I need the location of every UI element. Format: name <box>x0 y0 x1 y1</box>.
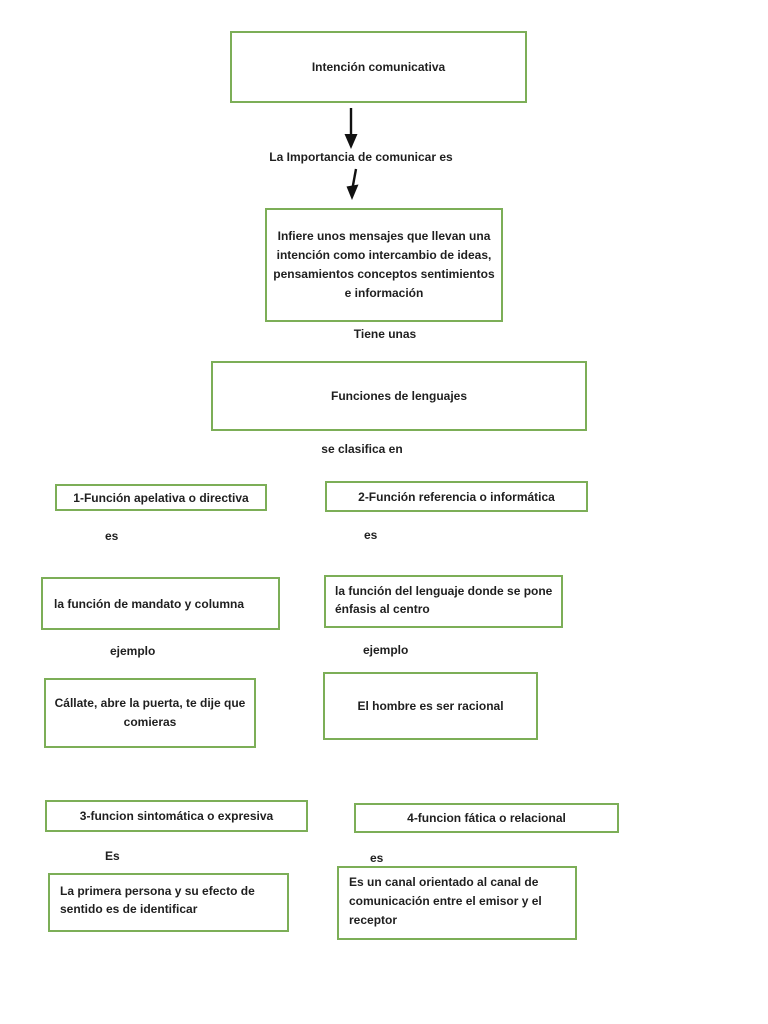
node-description: Infiere unos mensajes que llevan una int… <box>265 208 503 322</box>
node-definicion-3: La primera persona y su efecto de sentid… <box>48 873 289 932</box>
node-ejemplo-1-text: Cállate, abre la puerta, te dije que com… <box>54 696 246 729</box>
label-es-funcion-1: es <box>105 529 119 543</box>
node-ejemplo-2-text: El hombre es ser racional <box>357 699 504 713</box>
label-es-funcion-4: es <box>370 851 384 865</box>
label-ejemplo-2: ejemplo <box>363 643 409 657</box>
node-funcion-2-label: 2-Función referencia o informática <box>358 489 555 504</box>
label-es-funcion-3: Es <box>105 849 120 863</box>
node-funcion-4: 4-funcion fática o relacional <box>354 803 619 833</box>
node-funcion-2: 2-Función referencia o informática <box>325 481 588 512</box>
node-funcion-3-label: 3-funcion sintomática o expresiva <box>79 809 274 823</box>
node-funcion-4-label: 4-funcion fática o relacional <box>407 811 566 825</box>
node-ejemplo-2: El hombre es ser racional <box>323 672 538 740</box>
down-arrow-2 <box>346 168 359 200</box>
label-se-clasifica: se clasifica en <box>321 442 403 456</box>
label-es-funcion-2: es <box>364 528 378 542</box>
node-definicion-1: la función de mandato y columna <box>41 577 280 630</box>
down-arrow-1 <box>344 108 358 149</box>
node-description-text: Infiere unos mensajes que llevan una int… <box>273 229 495 300</box>
node-funciones-label: Funciones de lenguajes <box>330 389 468 403</box>
node-funciones-de-lenguajes: Funciones de lenguajes <box>211 361 587 431</box>
label-tiene-unas: Tiene unas <box>353 327 417 341</box>
node-funcion-1: 1-Función apelativa o directiva <box>55 484 267 511</box>
label-ejemplo-1: ejemplo <box>110 644 156 658</box>
node-funcion-1-label: 1-Función apelativa o directiva <box>73 490 249 505</box>
node-definicion-3-text: La primera persona y su efecto de sentid… <box>60 884 255 916</box>
node-intencion-comunicativa: Intención comunicativa <box>230 31 527 103</box>
node-ejemplo-1: Cállate, abre la puerta, te dije que com… <box>44 678 256 748</box>
node-definicion-4-text: Es un canal orientado al canal de comuni… <box>349 875 542 927</box>
node-intencion-label: Intención comunicativa <box>311 60 446 74</box>
node-definicion-4: Es un canal orientado al canal de comuni… <box>337 866 577 940</box>
node-definicion-2-text: la función del lenguaje donde se pone én… <box>335 584 553 616</box>
node-definicion-1-text: la función de mandato y columna <box>54 596 245 611</box>
node-funcion-3: 3-funcion sintomática o expresiva <box>45 800 308 832</box>
node-definicion-2: la función del lenguaje donde se pone én… <box>324 575 563 628</box>
label-importancia: La Importancia de comunicar es <box>269 150 453 164</box>
